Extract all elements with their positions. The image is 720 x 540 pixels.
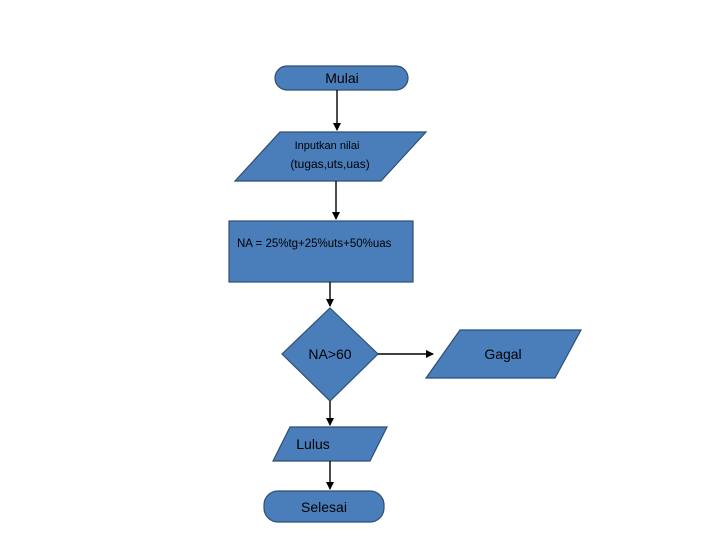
- output-pass-label: Lulus: [296, 436, 329, 452]
- decision-node: NA>60: [281, 307, 379, 402]
- process-node: NA = 25%tg+25%uts+50%uas: [228, 220, 414, 283]
- decision-label: NA>60: [308, 346, 351, 362]
- input-label-line1: Inputkan nilai: [295, 140, 360, 152]
- end-label: Selesai: [301, 499, 347, 515]
- process-label: NA = 25%tg+25%uts+50%uas: [237, 238, 392, 250]
- input-node: Inputkan nilai (tugas,uts,uas): [233, 131, 428, 182]
- input-label-line2: (tugas,uts,uas): [290, 157, 369, 171]
- output-fail-node: Gagal: [424, 329, 583, 379]
- start-node: Mulai: [274, 65, 409, 91]
- start-label: Mulai: [325, 70, 358, 86]
- end-node: Selesai: [263, 490, 385, 523]
- output-pass-node: Lulus: [272, 426, 388, 462]
- output-fail-label: Gagal: [484, 346, 521, 362]
